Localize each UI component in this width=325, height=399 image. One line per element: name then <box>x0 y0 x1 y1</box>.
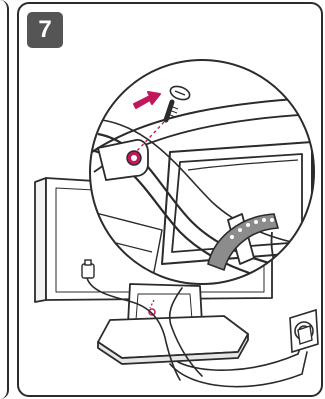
power-plug-icon <box>298 326 312 344</box>
instruction-panel: 7 <box>17 2 323 397</box>
cable-holder-icon <box>98 140 148 180</box>
magnifier-callout-icon <box>90 60 322 288</box>
assembly-illustration <box>19 4 323 397</box>
previous-panel-edge <box>0 0 9 399</box>
